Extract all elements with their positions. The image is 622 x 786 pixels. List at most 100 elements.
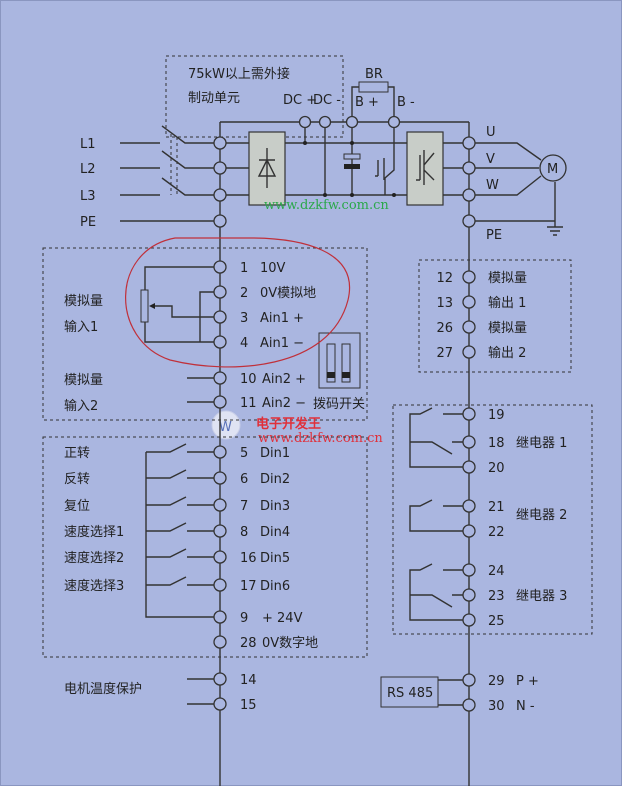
switch-icon xyxy=(146,548,214,558)
terminal-number: 13 xyxy=(436,296,453,311)
function-label: 正转 xyxy=(64,446,90,461)
terminal-number: 3 xyxy=(240,311,248,326)
watermark-url-logo: www.dzkfw.com.cn xyxy=(258,431,383,446)
terminal-din-5 xyxy=(213,578,227,592)
analog-in1-line2: 输入1 xyxy=(64,319,98,335)
terminal-relay-4 xyxy=(462,524,476,538)
terminal-aout-1 xyxy=(462,295,476,309)
terminal-relay-0 xyxy=(462,407,476,421)
terminal-label: Din3 xyxy=(260,499,290,514)
terminal-w xyxy=(462,188,476,202)
function-label: 速度选择3 xyxy=(64,578,124,594)
terminal-dc-plus xyxy=(298,115,312,129)
terminal-b-minus xyxy=(387,115,401,129)
digital-input-box xyxy=(42,436,368,658)
terminal-din-0 xyxy=(213,445,227,459)
terminal-label: Din2 xyxy=(260,472,290,487)
relay-box xyxy=(392,404,593,635)
terminal-number: 2 xyxy=(240,286,248,301)
potentiometer-icon xyxy=(140,289,149,323)
terminal-din-7 xyxy=(213,635,227,649)
output-pe: PE xyxy=(486,228,502,243)
terminal-relay-3 xyxy=(462,499,476,513)
terminal-label: Din1 xyxy=(260,446,290,461)
terminal-number: 16 xyxy=(240,551,257,566)
terminal-number: 19 xyxy=(488,408,505,423)
input-l3: L3 xyxy=(80,189,96,204)
terminal-label: 模拟量 xyxy=(488,271,527,286)
terminal-dc-minus xyxy=(318,115,332,129)
brake-unit-box xyxy=(165,55,344,138)
analog-in1-line1: 模拟量 xyxy=(64,294,103,309)
terminal-l2 xyxy=(213,161,227,175)
brake-transistor-icon xyxy=(375,158,385,180)
terminal-30-number: 30 xyxy=(488,699,505,714)
terminal-relay-7 xyxy=(462,613,476,627)
terminal-label: Ain1 − xyxy=(260,336,304,351)
terminal-number: 25 xyxy=(488,614,505,629)
logo-badge xyxy=(211,410,241,440)
switch-icon xyxy=(146,469,214,479)
brake-resistor xyxy=(358,81,389,93)
terminal-ain-2 xyxy=(213,310,227,324)
terminal-din-2 xyxy=(213,498,227,512)
switch-icon xyxy=(146,576,214,586)
terminal-ain-1 xyxy=(213,285,227,299)
terminal-29-number: 29 xyxy=(488,674,505,689)
terminal-number: 4 xyxy=(240,336,248,351)
terminal-label: 模拟量 xyxy=(488,321,527,336)
rs485-box xyxy=(380,676,439,708)
terminal-relay-6 xyxy=(462,588,476,602)
motor-icon xyxy=(539,154,567,182)
relay-1-label: 继电器 1 xyxy=(516,436,567,451)
terminal-number: 27 xyxy=(436,346,453,361)
terminal-number: 28 xyxy=(240,636,257,651)
terminal-label: 输出 2 xyxy=(488,345,526,361)
terminal-29-label: P + xyxy=(516,674,539,689)
terminal-number: 17 xyxy=(240,579,257,594)
br-wire-right xyxy=(388,86,395,116)
analog-in2-line1: 模拟量 xyxy=(64,373,103,388)
function-label: 速度选择1 xyxy=(64,524,124,540)
brake-note-line1: 75kW以上需外接 xyxy=(188,66,290,82)
terminal-label: 输出 1 xyxy=(488,295,526,311)
terminal-15 xyxy=(213,697,227,711)
function-label: 反转 xyxy=(64,472,90,487)
dc-plus-label: DC + xyxy=(283,93,317,108)
terminal-number: 6 xyxy=(240,472,248,487)
terminal-label: 10V xyxy=(260,261,286,276)
input-l2: L2 xyxy=(80,162,96,177)
ground-icon xyxy=(547,226,563,236)
rs485-label: RS 485 xyxy=(387,686,433,701)
terminal-label: + 24V xyxy=(262,611,303,626)
terminal-v xyxy=(462,161,476,175)
dc-minus-label: DC - xyxy=(313,93,341,108)
terminal-number: 5 xyxy=(240,446,248,461)
terminal-ain-3 xyxy=(213,335,227,349)
terminal-label: Din4 xyxy=(260,525,290,540)
switch-icon xyxy=(146,443,214,453)
terminal-aout-3 xyxy=(462,345,476,359)
terminal-number: 8 xyxy=(240,525,248,540)
relay-2-label: 继电器 2 xyxy=(516,508,567,523)
terminal-label: Ain2 − xyxy=(262,396,306,411)
terminal-number: 23 xyxy=(488,589,505,604)
watermark-logo: W xyxy=(211,410,241,440)
terminal-ain-5 xyxy=(213,395,227,409)
terminal-label: Ain2 + xyxy=(262,372,306,387)
motor-temp-label: 电机温度保护 xyxy=(64,681,142,697)
terminal-number: 24 xyxy=(488,564,505,579)
terminal-number: 10 xyxy=(240,372,257,387)
input-pe: PE xyxy=(80,215,96,230)
dip-switch-label: 拨码开关 xyxy=(313,397,365,412)
terminal-din-3 xyxy=(213,524,227,538)
switch-icon xyxy=(146,522,214,532)
function-label: 复位 xyxy=(64,499,90,514)
output-v: V xyxy=(486,152,495,167)
analog-in2-line2: 输入2 xyxy=(64,398,98,414)
terminal-aout-2 xyxy=(462,320,476,334)
